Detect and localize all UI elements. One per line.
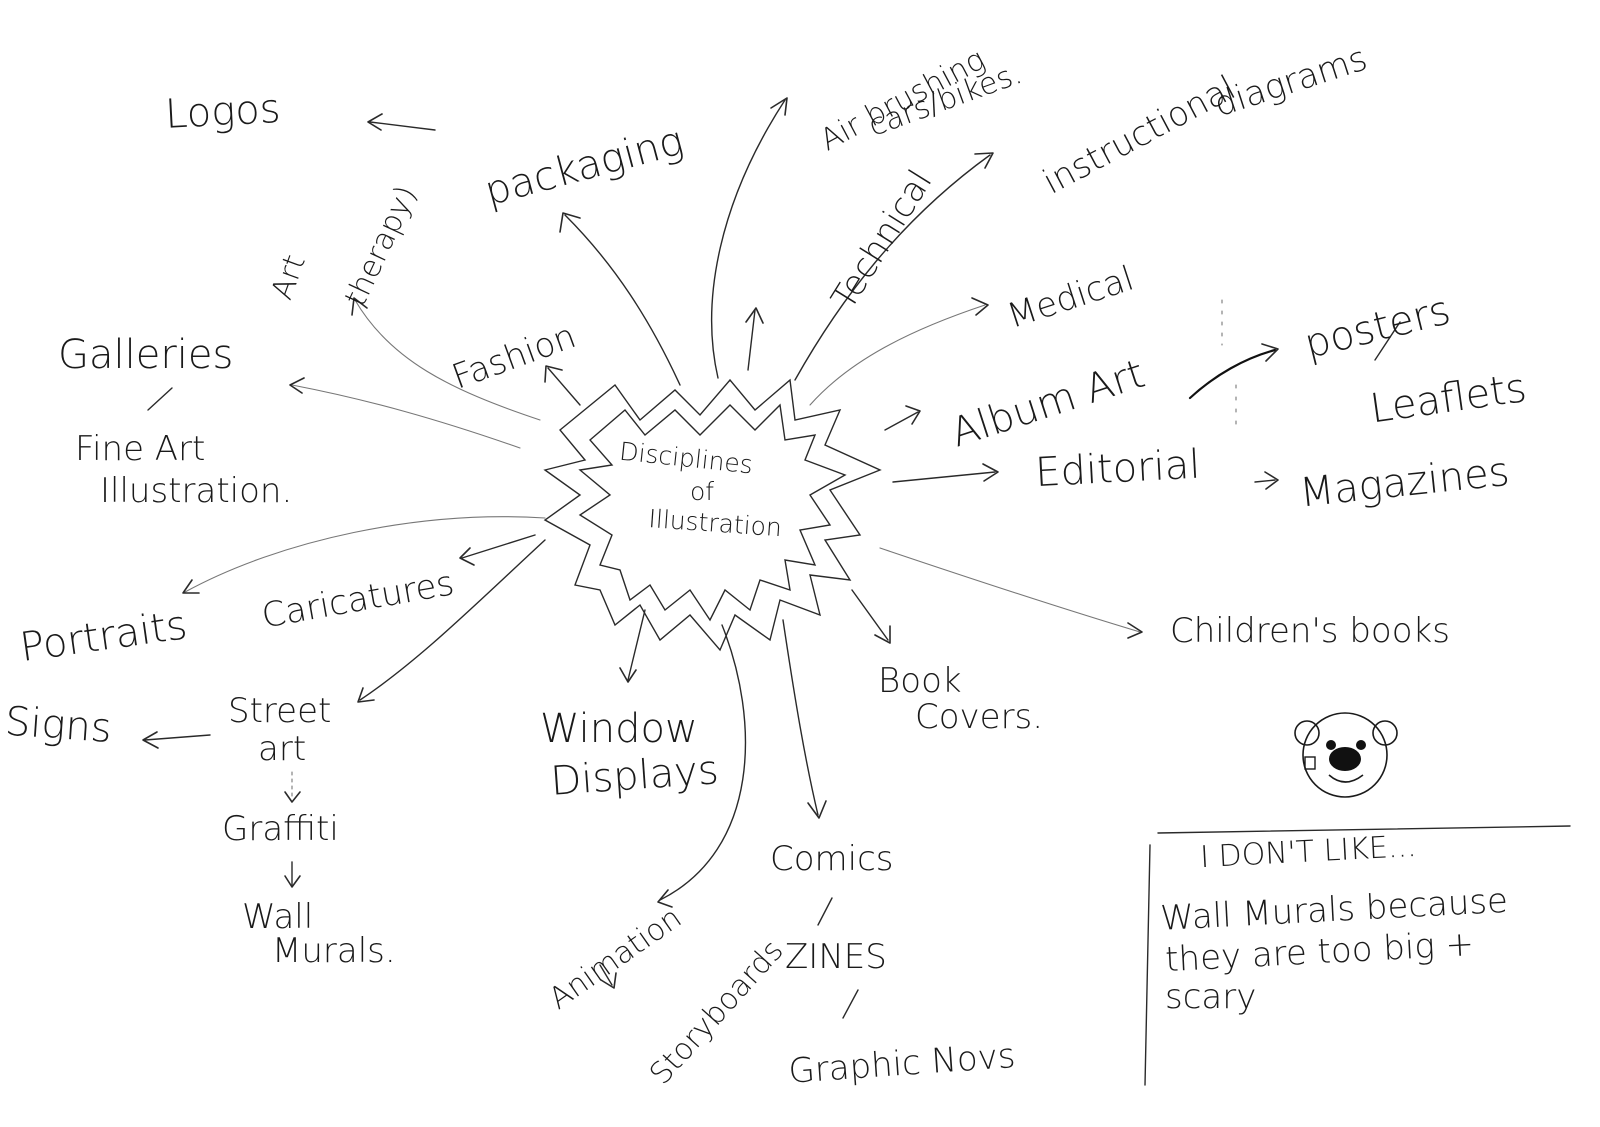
note-box: I DON'T LIKE... Wall Murals because they… — [1144, 825, 1571, 1086]
label-art: Art — [265, 250, 313, 304]
label-graphic-novs: Graphic Novs — [787, 1036, 1017, 1092]
note-border-top — [1157, 825, 1571, 834]
center-line1: Disciplines — [618, 437, 754, 480]
label-logos: Logos — [164, 86, 282, 138]
label-displays: Displays — [549, 747, 720, 805]
bear-eye-right — [1356, 740, 1366, 750]
label-caricatures: Caricatures — [259, 563, 457, 636]
label-storyboards: Storyboards — [643, 933, 790, 1091]
note-border-left — [1144, 844, 1151, 1086]
center-line2: of — [690, 477, 714, 506]
label-graffiti: Graffiti — [222, 809, 339, 849]
bear-eye-left — [1326, 740, 1336, 750]
label-medical: Medical — [1002, 259, 1138, 337]
label-therapy: therapy) — [338, 180, 424, 311]
starburst-inner — [578, 403, 847, 622]
bear-ear-left — [1294, 720, 1320, 746]
label-fine-art: Fine Art — [75, 429, 205, 469]
center-line3: Illustration — [648, 504, 783, 542]
label-portraits: Portraits — [17, 602, 190, 671]
bear-nose — [1329, 747, 1361, 771]
center-node: Disciplines of Illustration — [543, 378, 882, 652]
note-line3: scary — [1165, 977, 1256, 1017]
label-diagrams: diagrams — [1209, 38, 1372, 125]
label-fashion: Fashion — [447, 316, 581, 397]
label-galleries: Galleries — [58, 332, 233, 378]
label-packaging: packaging — [480, 118, 688, 215]
bear-ear-right — [1372, 720, 1398, 746]
bear-face-icon — [1294, 712, 1398, 798]
label-murals: Murals. — [272, 931, 396, 971]
label-album-art: Album Art — [946, 351, 1151, 457]
label-fine-art-illustration: Illustration. — [100, 471, 292, 511]
bear-head — [1302, 712, 1388, 798]
label-street-art: art — [258, 729, 306, 769]
label-magazines: Magazines — [1297, 449, 1511, 517]
note-heading: I DON'T LIKE... — [1199, 829, 1417, 875]
label-childrens-books: Children's books — [1170, 611, 1450, 651]
label-street: Street — [228, 691, 331, 731]
label-wall: Wall — [242, 897, 313, 937]
bear-mouth — [1328, 774, 1364, 783]
label-book: Book — [878, 661, 962, 701]
label-editorial: Editorial — [1034, 442, 1201, 497]
label-covers: Covers. — [915, 697, 1043, 737]
label-animation: Animation — [543, 900, 688, 1016]
label-signs: Signs — [4, 699, 114, 752]
starburst-outer — [543, 378, 882, 652]
label-zines: ZINES — [785, 937, 887, 977]
label-comics: Comics — [770, 839, 894, 879]
label-technical: Technical — [824, 163, 941, 317]
connectors — [142, 97, 1401, 1019]
label-leaflets: Leaflets — [1367, 365, 1529, 432]
bear-patch — [1304, 756, 1316, 770]
label-window: Window — [540, 706, 698, 752]
